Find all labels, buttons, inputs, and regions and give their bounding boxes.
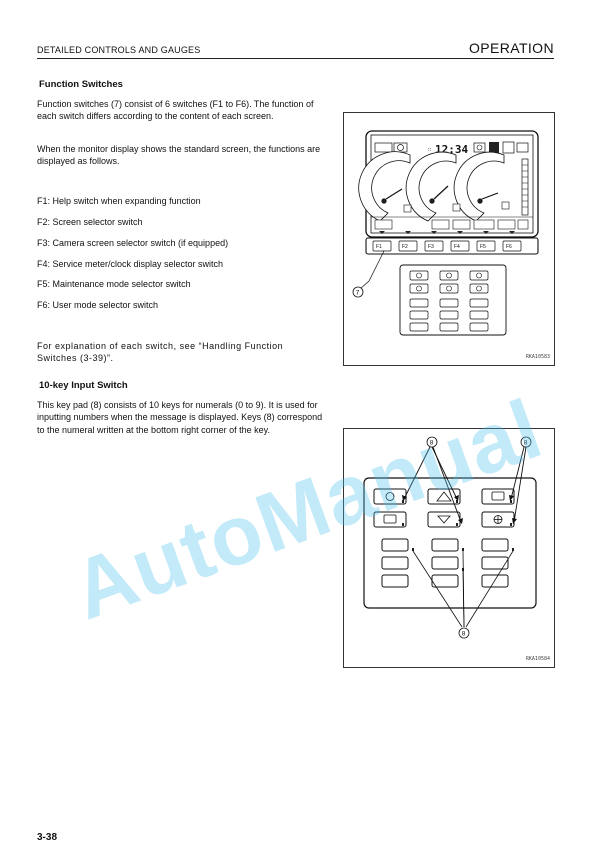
figure2-code: RKA10584 bbox=[525, 656, 550, 662]
fkey-f4-label: F4 bbox=[454, 244, 460, 250]
function-switches-para-3: For explanation of each switch, see “Han… bbox=[37, 341, 284, 364]
function-switches-heading: Function Switches bbox=[39, 79, 123, 90]
callout-8-left-label: 8 bbox=[430, 440, 434, 447]
fkey-f1-label: F1 bbox=[376, 244, 382, 250]
svg-text:∷: ∷ bbox=[428, 147, 431, 153]
header-section-title: DETAILED CONTROLS AND GAUGES bbox=[37, 45, 201, 55]
figure-tenkey-pad: 8 8 bbox=[343, 428, 555, 668]
tenkey-para-1: This key pad (8) consists of 10 keys for… bbox=[37, 400, 323, 435]
fkey-f6-label: F6 bbox=[506, 244, 512, 250]
header-rule bbox=[37, 58, 554, 59]
tenkey-pad-illustration: 8 8 bbox=[363, 436, 537, 639]
function-switches-para-1: Function switches (7) consist of 6 switc… bbox=[37, 99, 314, 122]
figure-monitor-panel: ∷ 12:34 bbox=[343, 112, 555, 366]
function-item-f5: F5: Maintenance mode selector switch bbox=[37, 279, 191, 289]
callout-7-label: 7 bbox=[356, 290, 360, 297]
fkey-f2-label: F2 bbox=[402, 244, 408, 250]
callout-8-right-label: 8 bbox=[524, 440, 528, 447]
figure1-code: RKA10583 bbox=[525, 354, 550, 360]
function-item-f2: F2: Screen selector switch bbox=[37, 217, 143, 227]
function-switches-para-2: When the monitor display shows the stand… bbox=[37, 144, 321, 167]
header-chapter-title: OPERATION bbox=[468, 40, 554, 56]
function-item-f3: F3: Camera screen selector switch (if eq… bbox=[37, 238, 229, 248]
callout-8-bottom-label: 8 bbox=[462, 631, 466, 638]
fkey-f5-label: F5 bbox=[480, 244, 486, 250]
tenkey-heading: 10-key Input Switch bbox=[39, 380, 128, 391]
monitor-panel-illustration: ∷ 12:34 bbox=[352, 130, 539, 336]
page-number: 3-38 bbox=[37, 832, 58, 843]
function-item-f1: F1: Help switch when expanding function bbox=[37, 196, 201, 206]
function-item-f6: F6: User mode selector switch bbox=[37, 300, 159, 310]
function-item-f4: F4: Service meter/clock display selector… bbox=[37, 259, 224, 269]
fkey-f3-label: F3 bbox=[428, 244, 434, 250]
